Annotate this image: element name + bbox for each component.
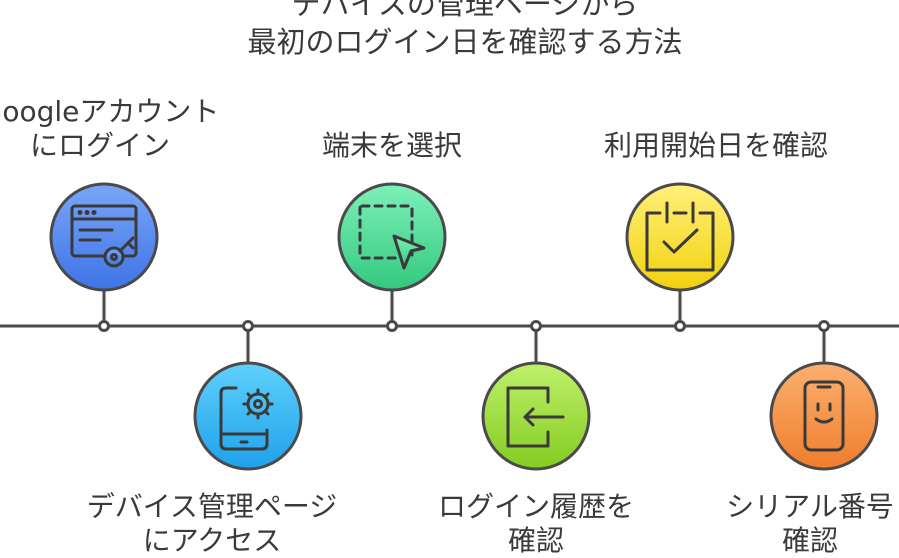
diagram-title-line2: 最初のログイン日を確認する方法 <box>247 25 683 59</box>
step-3-node <box>337 182 447 292</box>
step-1-label-line1: Googleアカウント <box>0 95 220 128</box>
step-2-node <box>193 361 303 471</box>
step-5-circle <box>625 182 735 292</box>
timeline-dot-6 <box>818 320 830 332</box>
timeline-dot-4 <box>530 320 542 332</box>
browser-key-icon <box>70 204 138 268</box>
step-3-label: 端末を選択 <box>322 129 462 163</box>
timeline-dot-3 <box>386 320 398 332</box>
cursor-select-icon <box>358 204 426 270</box>
step-3-label-line1: 端末を選択 <box>321 129 463 162</box>
step-4-label-line1: ログイン履歴を <box>437 490 635 523</box>
step-6-label-line1: シリアル番号 <box>726 490 894 523</box>
step-4-node <box>481 361 591 471</box>
step-5-label: 利用開始日を確認 <box>604 129 828 163</box>
step-3-circle <box>337 182 447 292</box>
calendar-check-icon <box>645 201 715 272</box>
timeline-dot-2 <box>242 320 254 332</box>
step-6-node <box>769 361 879 471</box>
login-arrow-icon <box>506 386 565 448</box>
step-5-node <box>625 182 735 292</box>
step-2-label-line1: デバイス管理ページ <box>86 490 338 523</box>
step-2-circle <box>193 361 303 471</box>
phone-face-icon <box>803 380 845 452</box>
step-6-circle <box>769 361 879 471</box>
diagram-title-line1: デバイスの管理ページから <box>291 0 639 21</box>
step-1-circle <box>49 182 159 292</box>
step-1-label: Googleアカウント にログイン <box>0 95 219 163</box>
step-1-label-line2: にログイン <box>29 129 170 162</box>
timeline-dot-1 <box>98 320 110 332</box>
phone-gear-icon <box>219 386 274 451</box>
timeline-dot-5 <box>674 320 686 332</box>
step-5-label-line1: 利用開始日を確認 <box>603 129 829 162</box>
step-1-node <box>49 182 159 292</box>
